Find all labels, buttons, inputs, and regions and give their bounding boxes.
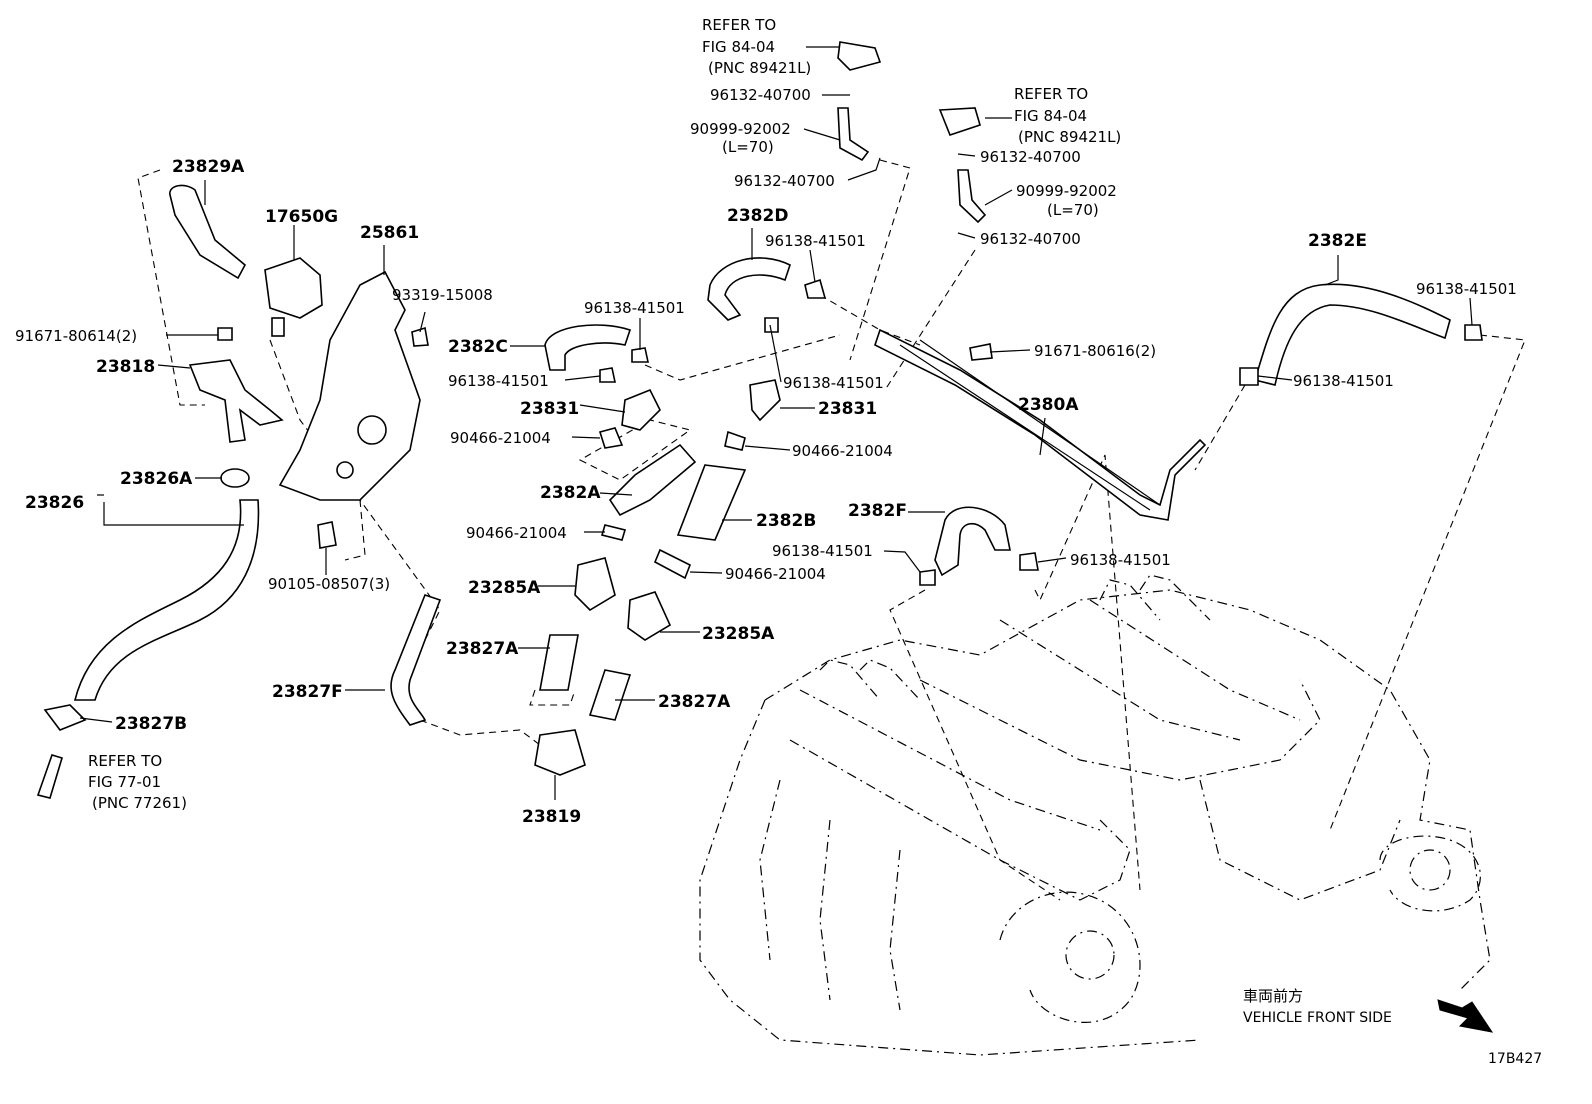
hose-23827F <box>390 594 442 726</box>
valve-17650G <box>264 257 323 319</box>
part-2382D: 2382D <box>727 206 788 226</box>
refer-fig77-line3: (PNC 77261) <box>92 794 187 812</box>
hose-2382D <box>707 257 791 321</box>
vehicle-front-jp: 車両前方 <box>1243 987 1303 1005</box>
part-90466-21004-c: 90466-21004 <box>466 524 567 542</box>
part-96132-40700-a: 96132-40700 <box>710 86 811 104</box>
part-96138-41501-g: 96138-41501 <box>772 542 873 560</box>
part-23819: 23819 <box>522 807 581 827</box>
part-23827B: 23827B <box>115 714 187 734</box>
part-93319-15008: 93319-15008 <box>392 286 493 304</box>
part-23827A-left: 23827A <box>446 639 519 659</box>
hose-2382F <box>934 506 1011 577</box>
hose-2382C <box>544 324 632 371</box>
part-length-b: (L=70) <box>1047 201 1099 219</box>
part-2380A: 2380A <box>1018 395 1079 415</box>
part-2382A: 2382A <box>540 483 601 503</box>
part-23285A-right: 23285A <box>702 624 775 644</box>
valve-23285A-left <box>574 557 616 612</box>
part-96132-40700-c: 96132-40700 <box>980 148 1081 166</box>
part-96138-41501-a: 96138-41501 <box>765 232 866 250</box>
part-2382F: 2382F <box>848 501 907 521</box>
valve-23285A-right <box>627 591 672 641</box>
hose-2382E <box>1253 283 1451 386</box>
refer-fig77-line2: FIG 77-01 <box>88 773 161 791</box>
refer-fig84-right-line1: REFER TO <box>1014 85 1088 103</box>
part-23831-right: 23831 <box>818 399 877 419</box>
bracket-25861 <box>278 270 421 501</box>
part-23818: 23818 <box>96 357 155 377</box>
part-23826: 23826 <box>25 493 84 513</box>
part-96138-41501-f: 96138-41501 <box>1293 372 1394 390</box>
vehicle-front-en: VEHICLE FRONT SIDE <box>1243 1010 1392 1026</box>
refer-fig84-right-line3: (PNC 89421L) <box>1018 128 1121 146</box>
part-90999-92002-a: 90999-92002 <box>690 120 791 138</box>
part-90466-21004-d: 90466-21004 <box>725 565 826 583</box>
part-2382B: 2382B <box>756 511 816 531</box>
part-23831-left: 23831 <box>520 399 579 419</box>
hose-23829A <box>169 184 247 280</box>
hose-2382B <box>676 464 747 541</box>
part-23827A-right: 23827A <box>658 692 731 712</box>
part-96132-40700-b: 96132-40700 <box>734 172 835 190</box>
bracket-23818 <box>188 359 284 443</box>
part-96132-40700-d: 96132-40700 <box>980 230 1081 248</box>
part-90466-21004-a: 90466-21004 <box>450 429 551 447</box>
engine-phantom-outline <box>699 574 1491 1056</box>
callout-labels: REFER TO FIG 84-04 (PNC 89421L) 96132-40… <box>15 16 1542 1067</box>
part-90999-92002-b: 90999-92002 <box>1016 182 1117 200</box>
part-96138-41501-h: 96138-41501 <box>1070 551 1171 569</box>
joint-23819 <box>534 729 586 776</box>
part-91671-80616: 91671-80616(2) <box>1034 342 1156 360</box>
part-96138-41501-b: 96138-41501 <box>1416 280 1517 298</box>
hose-2382A <box>608 443 697 517</box>
refer-fig84-top-line2: FIG 84-04 <box>702 38 775 56</box>
refer-fig84-top-line3: (PNC 89421L) <box>708 59 811 77</box>
part-length-a: (L=70) <box>722 138 774 156</box>
dashed-leaders <box>137 159 1526 901</box>
part-90466-21004-b: 90466-21004 <box>792 442 893 460</box>
part-23826A: 23826A <box>120 469 193 489</box>
clip-23827B <box>43 704 87 731</box>
refer-fig84-right-line2: FIG 84-04 <box>1014 107 1087 125</box>
leader-lines <box>79 46 1473 800</box>
figure-code: 17B427 <box>1488 1051 1542 1067</box>
part-25861: 25861 <box>360 223 419 243</box>
part-90105-08507: 90105-08507(3) <box>268 575 390 593</box>
refer-fig77-line1: REFER TO <box>88 752 162 770</box>
hose-23826 <box>73 499 260 701</box>
part-91671-80614: 91671-80614(2) <box>15 327 137 345</box>
part-23285A-left: 23285A <box>468 578 541 598</box>
parts <box>36 41 1494 1033</box>
part-23827F: 23827F <box>272 682 343 702</box>
part-2382E: 2382E <box>1308 231 1367 251</box>
part-96138-41501-e: 96138-41501 <box>783 374 884 392</box>
part-96138-41501-d: 96138-41501 <box>448 372 549 390</box>
part-17650G: 17650G <box>265 207 338 227</box>
part-23829A: 23829A <box>172 157 245 177</box>
part-96138-41501-c: 96138-41501 <box>584 299 685 317</box>
refer-fig84-top-line1: REFER TO <box>702 16 776 34</box>
vehicle-front-arrow-icon <box>1437 999 1494 1033</box>
part-2382C: 2382C <box>448 337 508 357</box>
